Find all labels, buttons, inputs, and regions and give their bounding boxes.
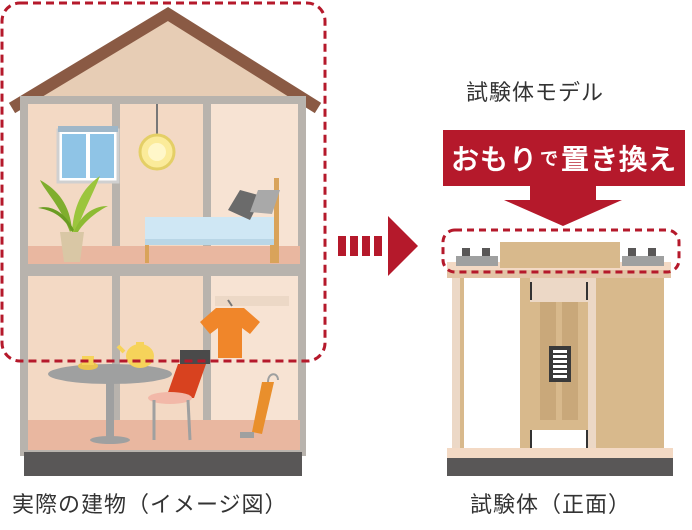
shirt-icon bbox=[200, 299, 260, 358]
arrow-down-icon bbox=[504, 186, 622, 226]
chair-icon bbox=[148, 350, 210, 441]
bed-icon bbox=[145, 178, 280, 263]
lamp-icon bbox=[138, 104, 176, 171]
house-highlight bbox=[0, 1, 327, 363]
upper-floor bbox=[24, 264, 302, 276]
arrow-right-icon bbox=[338, 216, 418, 276]
shelf bbox=[215, 296, 289, 306]
roof bbox=[8, 6, 322, 114]
banner-text-small: で bbox=[540, 149, 559, 170]
banner-text-end: 置き換え bbox=[561, 143, 678, 176]
model-title: 試験体モデル bbox=[466, 81, 605, 106]
test-model-illustration bbox=[447, 242, 673, 476]
weight-icon bbox=[622, 248, 664, 266]
model-caption: 試験体（正面） bbox=[470, 493, 632, 518]
window-icon bbox=[56, 126, 120, 184]
banner-box bbox=[443, 130, 685, 226]
model-foundation bbox=[447, 458, 673, 476]
model-highlight bbox=[441, 228, 681, 274]
weight-icon bbox=[456, 248, 498, 266]
banner-text-main: おもり bbox=[450, 143, 538, 176]
plant-icon bbox=[38, 176, 108, 262]
umbrella-icon bbox=[240, 373, 279, 438]
banner-text: おもりで置き換え bbox=[443, 130, 685, 186]
house-foundation bbox=[24, 452, 302, 476]
table-icon bbox=[48, 364, 172, 444]
weight-replacement-banner: おもりで置き換え bbox=[443, 130, 685, 186]
house-illustration bbox=[8, 6, 322, 476]
house-caption: 実際の建物（イメージ図） bbox=[12, 493, 288, 518]
